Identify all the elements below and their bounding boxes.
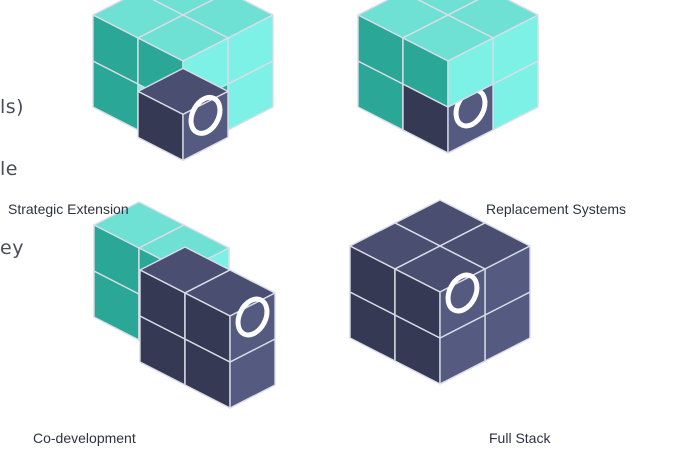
cut-off-text-fragment: ls) [0,96,25,118]
navy-block [184,269,276,363]
ring-icon [445,272,480,314]
cube-full-stack [349,199,531,385]
cube-replacement-systems [357,0,539,154]
caption-strategic-extension: Strategic Extension [8,201,129,217]
ring-icon [235,296,270,338]
block-right-face [447,37,494,108]
teal-block [402,14,494,108]
caption-replacement-systems: Replacement Systems [486,201,627,217]
cube-strategic-extension [92,0,274,131]
cube-co-development-navy [139,246,276,409]
caption-full-stack: Full Stack [489,430,551,446]
cut-off-text-fragment: ey [0,237,24,259]
navy-block [137,67,229,162]
cut-off-text-fragment: le [0,158,18,180]
navy-block [394,245,486,339]
ring-icon [188,94,223,136]
caption-co-development: Co-development [33,430,136,446]
